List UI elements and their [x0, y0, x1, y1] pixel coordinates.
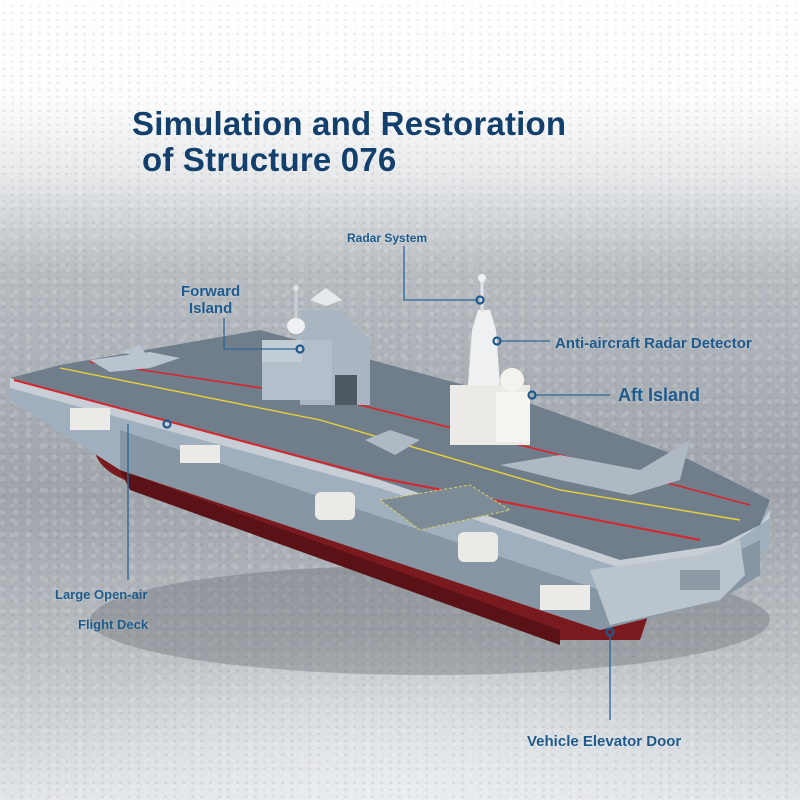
page-title: Simulation and Restoration of Structure … [132, 106, 566, 178]
title-line-1: Simulation and Restoration [132, 105, 567, 142]
callout-flight-deck-line-1: Large Open-air [55, 587, 148, 602]
callout-radar-system: Radar System [347, 231, 428, 245]
callout-forward-island: Forward Island [181, 283, 240, 317]
callout-vehicle-elevator-door: Vehicle Elevator Door [527, 733, 682, 750]
callout-flight-deck-line-2: Flight Deck [78, 617, 149, 632]
title-line-2: of Structure 076 [142, 141, 397, 178]
aft-island [450, 274, 530, 445]
aircraft-elevator [378, 484, 512, 531]
callout-aft-island: Aft Island [618, 385, 701, 405]
forward-island [262, 285, 370, 405]
jet-aft [365, 430, 690, 495]
elevator-door-anchor-icon [605, 627, 615, 637]
callout-anti-aircraft-radar-detector: Anti-aircraft Radar Detector [555, 335, 752, 352]
anti-aircraft-anchor-icon [492, 336, 502, 346]
flight-deck-anchor-icon [162, 419, 172, 429]
callout-forward-island-line-1: Forward [181, 283, 241, 300]
callout-anchor-dots [162, 295, 615, 637]
deck-stripe-red [13, 379, 701, 541]
forward-island-anchor-icon [295, 344, 305, 354]
bow-sponson [590, 540, 745, 625]
aft-island-anchor-icon [527, 390, 537, 400]
radar-system-anchor-icon [475, 295, 485, 305]
callout-leader-lines [127, 246, 611, 720]
jet-forward [90, 345, 180, 372]
callout-forward-island-line-2: Island [188, 300, 233, 317]
deck-stripe-yellow [59, 367, 741, 521]
